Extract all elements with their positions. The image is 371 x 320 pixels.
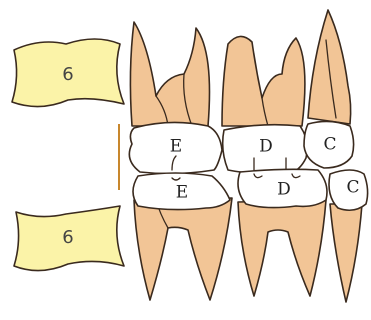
upper-c-label: C: [323, 135, 336, 155]
lower-tooth-c: C: [329, 170, 368, 210]
upper-e-label: E: [170, 137, 182, 157]
upper-tooth-e: E: [129, 122, 222, 173]
lower-tooth-d: D: [238, 169, 327, 207]
lower-tooth-e: E: [133, 173, 230, 210]
upper-tooth-c: C: [304, 121, 354, 168]
upper-tooth-e-roots: [130, 22, 209, 126]
upper-tooth-d: D: [223, 125, 307, 174]
upper-d-label: D: [259, 137, 273, 157]
lower-d-label: D: [277, 180, 291, 200]
upper-molar-germ: 6: [12, 39, 124, 107]
upper-tooth-c-root: [308, 10, 351, 124]
lower-tooth-c-root: [330, 204, 362, 302]
lower-tooth-d-roots: [238, 200, 326, 296]
upper-germ-label: 6: [62, 64, 73, 85]
lower-e-label: E: [176, 183, 188, 203]
upper-tooth-d-roots: [222, 36, 305, 126]
lower-c-label: C: [346, 178, 359, 198]
lower-molar-germ: 6: [14, 206, 124, 271]
lower-germ-label: 6: [62, 227, 73, 248]
lower-tooth-e-roots: [134, 198, 232, 300]
